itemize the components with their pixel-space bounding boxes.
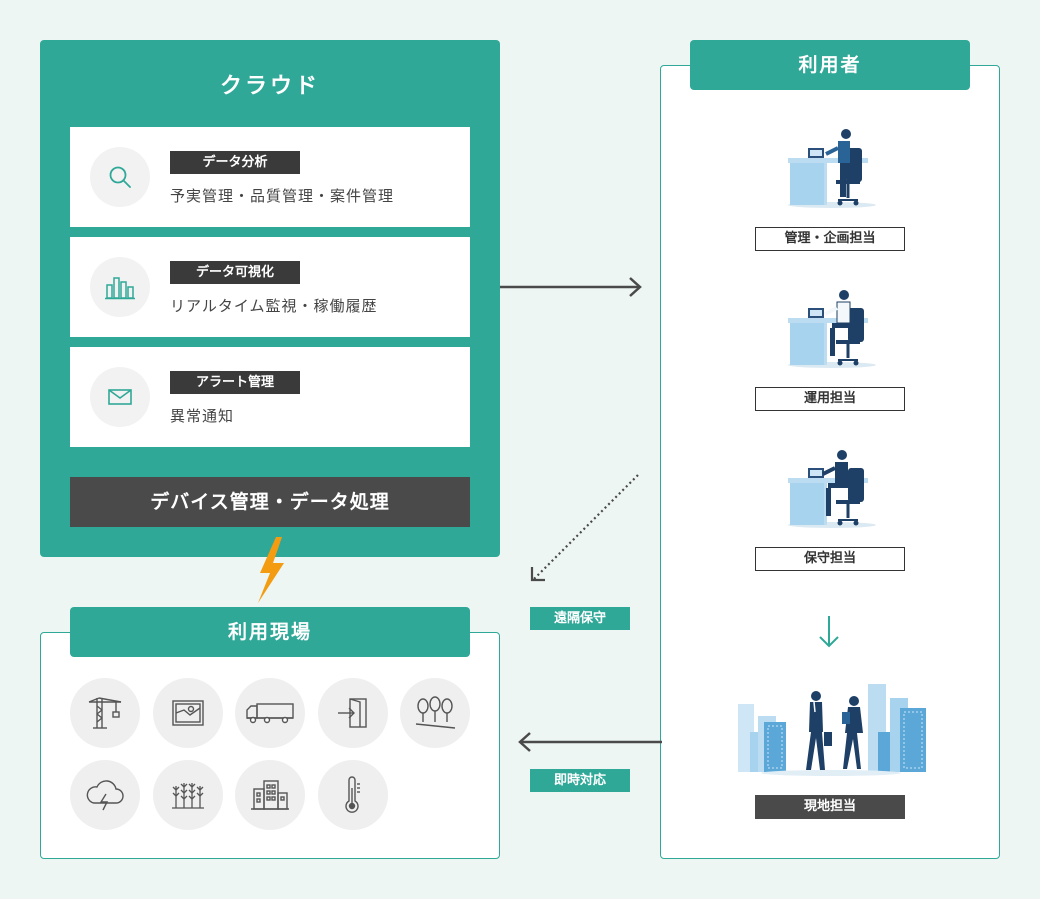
- remote-maintenance-arrow: [530, 474, 639, 582]
- service-card-analysis: データ分析 予実管理・品質管理・案件管理: [70, 127, 470, 227]
- operation-person-illustration: [788, 290, 876, 368]
- service-tag: データ分析: [170, 151, 300, 174]
- service-tag: データ可視化: [170, 261, 300, 284]
- search-icon: [90, 147, 150, 207]
- onsite-response-arrow: [518, 732, 662, 752]
- device-management-bar: デバイス管理・データ処理: [70, 477, 470, 527]
- truck-icon: [235, 678, 305, 748]
- down-arrow: [819, 616, 839, 648]
- thermometer-icon: [318, 760, 388, 830]
- service-description: リアルタイム監視・稼働履歴: [170, 297, 378, 315]
- service-description: 異常通知: [170, 407, 235, 425]
- users-panel: [660, 65, 1000, 859]
- role-label-onsite: 現地担当: [755, 795, 905, 819]
- service-card-visualization: データ可視化 リアルタイム監視・稼働履歴: [70, 237, 470, 337]
- cloud-panel: クラウド データ分析 予実管理・品質管理・案件管理 データ可視化 リアルタイム監…: [40, 40, 500, 557]
- storm-cloud-icon: [70, 760, 140, 830]
- service-tag: アラート管理: [170, 371, 300, 394]
- wheat-icon: [153, 760, 223, 830]
- flow-tag-immediate: 即時対応: [530, 769, 630, 792]
- door-entry-icon: [318, 678, 388, 748]
- service-card-alert: アラート管理 異常通知: [70, 347, 470, 447]
- bar-chart-icon: [90, 257, 150, 317]
- role-label-management: 管理・企画担当: [755, 227, 905, 251]
- envelope-icon: [90, 367, 150, 427]
- users-title: 利用者: [690, 40, 970, 90]
- service-description: 予実管理・品質管理・案件管理: [170, 187, 395, 205]
- role-label-maintenance: 保守担当: [755, 547, 905, 571]
- cloud-to-users-arrow: [500, 277, 642, 297]
- role-label-operation: 運用担当: [755, 387, 905, 411]
- onsite-people-city-illustration: [738, 684, 926, 776]
- cloud-title: クラウド: [219, 74, 320, 99]
- maintenance-person-illustration: [788, 450, 876, 528]
- site-title: 利用現場: [70, 607, 470, 657]
- management-person-illustration: [788, 129, 876, 208]
- lightning-bolt-icon: [258, 537, 284, 603]
- crane-icon: [70, 678, 140, 748]
- flow-tag-remote: 遠隔保守: [530, 607, 630, 630]
- trees-icon: [400, 678, 470, 748]
- map-icon: [153, 678, 223, 748]
- building-icon: [235, 760, 305, 830]
